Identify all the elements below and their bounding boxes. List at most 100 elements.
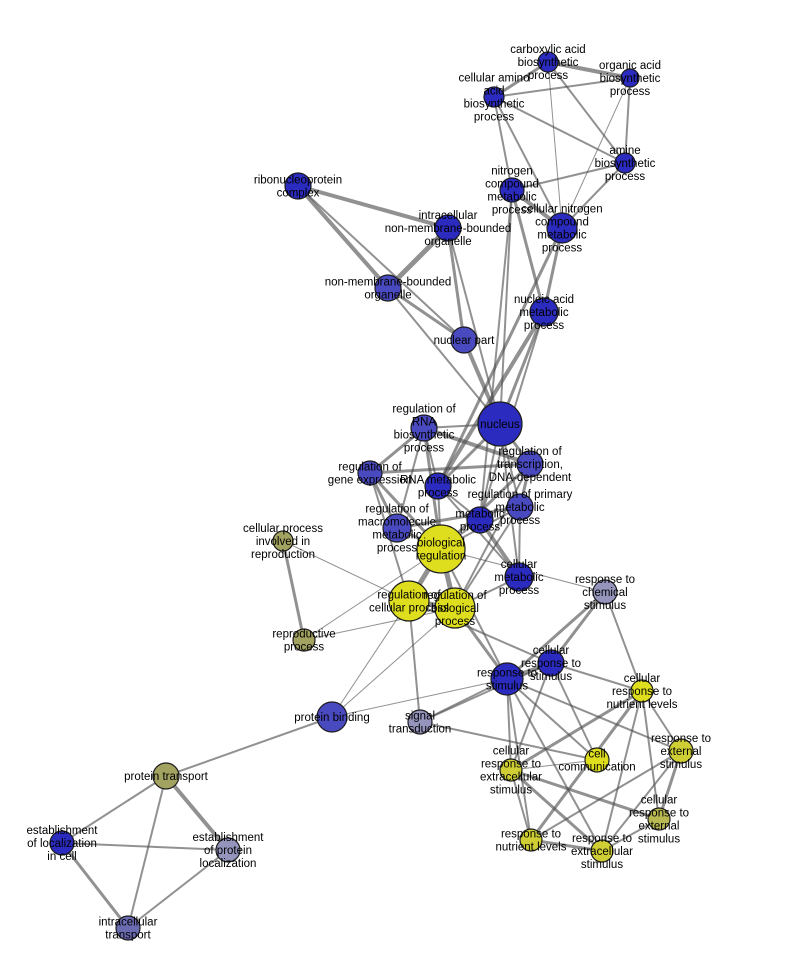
node-cellular-response-to-stimulus[interactable]	[537, 649, 565, 677]
edge-nitrogen-compound-metabolic-process--nucleus	[499, 189, 513, 425]
node-ribonucleoprotein-complex[interactable]	[284, 172, 312, 200]
node-signal-transduction[interactable]	[407, 709, 433, 735]
edge-intracellular-non-membrane-bounded-organelle--non-membrane-bounded-organelle	[385, 225, 451, 291]
edge-cellular-response-to-stimulus--cellular-response-to-extracellular-stimulus	[510, 662, 552, 771]
edge-cellular-amino-acid-biosynthetic-process--cellular-nitrogen-compound-metabolic-process	[493, 96, 563, 229]
edge-cellular-response-to-stimulus--regulation-of-cellular-process	[408, 600, 552, 664]
node-biological-regulation[interactable]	[416, 524, 466, 574]
edge-response-to-chemical-stimulus--cellular-response-to-nutrient-levels	[604, 591, 643, 692]
edge-non-membrane-bounded-organelle--nucleus	[387, 287, 501, 425]
edge-cell-communication--cellular-response-to-extracellular-stimulus	[510, 759, 598, 771]
node-intracellular-transport[interactable]	[115, 915, 141, 941]
node-establishment-of-protein-localization[interactable]	[215, 837, 241, 863]
edge-cellular-response-to-stimulus--response-to-chemical-stimulus	[549, 590, 607, 665]
node-cellular-response-to-external-stimulus[interactable]	[647, 807, 671, 831]
node-cellular-process-involved-in-reproduction[interactable]	[272, 530, 294, 552]
edge-protein-binding--protein-transport	[165, 716, 333, 777]
edge-protein-transport--establishment-of-protein-localization	[164, 774, 230, 852]
node-cellular-response-to-extracellular-stimulus[interactable]	[499, 758, 523, 782]
edge-cellular-nitrogen-compound-metabolic-process--rna-metabolic-process	[436, 226, 564, 488]
node-carboxylic-acid-biosynthetic-process[interactable]	[537, 51, 559, 73]
node-regulation-of-macromolecule-metabolic-process[interactable]	[382, 513, 412, 543]
node-metabolic-process[interactable]	[466, 506, 494, 534]
edge-response-to-stimulus--response-to-chemical-stimulus	[505, 590, 607, 681]
node-nucleic-acid-metabolic-process[interactable]	[529, 297, 559, 327]
node-response-to-extracellular-stimulus[interactable]	[590, 839, 614, 863]
edge-cellular-process-involved-in-reproduction--regulation-of-cellular-process	[282, 540, 410, 602]
edge-cellular-response-to-nutrient-levels--cellular-response-to-external-stimulus	[641, 690, 660, 820]
edge-ribonucleoprotein-complex--nuclear-part	[297, 185, 465, 341]
edge-reproductive-process--regulation-of-biological-process	[303, 607, 456, 641]
edge-cellular-response-to-stimulus--cell-communication	[550, 662, 598, 761]
edge-organic-acid-biosynthetic-process--cellular-nitrogen-compound-metabolic-process	[561, 77, 631, 229]
node-cellular-nitrogen-compound-metabolic-process[interactable]	[546, 212, 578, 244]
node-layer	[49, 51, 694, 941]
node-regulation-of-gene-expression[interactable]	[357, 460, 383, 486]
edge-organic-acid-biosynthetic-process--cellular-amino-acid-biosynthetic-process	[493, 77, 631, 98]
edge-protein-transport--intracellular-transport	[127, 775, 167, 929]
edge-nucleic-acid-metabolic-process--rna-metabolic-process	[436, 310, 546, 488]
node-nitrogen-compound-metabolic-process[interactable]	[499, 177, 525, 203]
edge-response-to-stimulus--response-to-nutrient-levels	[506, 678, 532, 841]
node-reproductive-process[interactable]	[292, 628, 316, 652]
edge-nitrogen-compound-metabolic-process--metabolic-process	[479, 189, 513, 521]
edge-establishment-of-localization-in-cell--intracellular-transport	[60, 841, 130, 930]
node-regulation-of-primary-metabolic-process[interactable]	[506, 493, 534, 521]
node-cellular-amino-acid-biosynthetic-process[interactable]	[483, 86, 505, 108]
edge-non-membrane-bounded-organelle--nuclear-part	[386, 286, 466, 342]
node-cellular-response-to-nutrient-levels[interactable]	[630, 679, 654, 703]
node-non-membrane-bounded-organelle[interactable]	[374, 274, 402, 302]
node-regulation-of-rna-biosynthetic-process[interactable]	[410, 414, 438, 442]
edge-cellular-response-to-nutrient-levels--cellular-response-to-extracellular-stimulus	[509, 689, 644, 772]
edge-carboxylic-acid-biosynthetic-process--cellular-amino-acid-biosynthetic-process	[492, 60, 550, 99]
edge-amine-biosynthetic-process--nitrogen-compound-metabolic-process	[511, 162, 626, 191]
edge-cellular-amino-acid-biosynthetic-process--amine-biosynthetic-process	[493, 96, 626, 164]
node-intracellular-non-membrane-bounded-organelle[interactable]	[434, 214, 462, 242]
node-regulation-of-transcription-dna-dependent[interactable]	[516, 450, 544, 478]
edge-response-to-external-stimulus--response-to-nutrient-levels	[530, 750, 682, 841]
edge-signal-transduction--cell-communication	[419, 721, 598, 761]
edge-carboxylic-acid-biosynthetic-process--cellular-nitrogen-compound-metabolic-process	[547, 61, 563, 229]
edge-regulation-of-rna-biosynthetic-process--regulation-of-macromolecule-metabolic-process	[396, 427, 425, 529]
node-protein-binding[interactable]	[316, 701, 348, 733]
node-regulation-of-biological-process[interactable]	[434, 587, 476, 629]
edge-protein-binding--regulation-of-cellular-process	[331, 600, 410, 718]
node-establishment-of-localization-in-cell[interactable]	[49, 830, 75, 856]
edge-intracellular-non-membrane-bounded-organelle--nucleus	[447, 227, 501, 425]
node-response-to-chemical-stimulus[interactable]	[592, 579, 618, 605]
node-amine-biosynthetic-process[interactable]	[614, 152, 636, 174]
edge-cellular-response-to-nutrient-levels--response-to-extracellular-stimulus	[601, 690, 643, 852]
edge-nitrogen-compound-metabolic-process--nucleic-acid-metabolic-process	[510, 188, 546, 314]
edge-carboxylic-acid-biosynthetic-process--amine-biosynthetic-process	[547, 61, 626, 164]
node-rna-metabolic-process[interactable]	[424, 472, 452, 500]
edge-response-to-external-stimulus--response-to-extracellular-stimulus	[601, 750, 682, 852]
edge-cellular-amino-acid-biosynthetic-process--nitrogen-compound-metabolic-process	[493, 96, 513, 191]
node-nuclear-part[interactable]	[450, 326, 478, 354]
edge-regulation-of-biological-process--regulation-of-transcription-dna-dependent	[454, 463, 531, 609]
edge-layer	[60, 60, 683, 930]
edge-ribonucleoprotein-complex--non-membrane-bounded-organelle	[296, 184, 390, 290]
edge-response-to-stimulus--cell-communication	[506, 678, 598, 761]
edge-protein-binding--response-to-stimulus	[331, 678, 508, 718]
node-nucleus[interactable]	[477, 401, 523, 447]
node-response-to-stimulus[interactable]	[490, 662, 524, 696]
node-cell-communication[interactable]	[584, 747, 610, 773]
node-organic-acid-biosynthetic-process[interactable]	[620, 68, 640, 88]
edge-cellular-response-to-extracellular-stimulus--cellular-response-to-external-stimulus	[509, 768, 661, 821]
node-response-to-nutrient-levels[interactable]	[519, 828, 543, 852]
edge-protein-transport--establishment-of-localization-in-cell	[61, 775, 167, 844]
edge-regulation-of-rna-biosynthetic-process--regulation-of-transcription-dna-dependent	[422, 426, 532, 466]
edge-intracellular-transport--establishment-of-protein-localization	[127, 849, 229, 929]
edge-cellular-response-to-extracellular-stimulus--response-to-nutrient-levels	[510, 769, 532, 841]
edge-regulation-of-primary-metabolic-process--regulation-of-macromolecule-metabolic-process	[395, 505, 522, 530]
node-regulation-of-cellular-process[interactable]	[388, 580, 430, 622]
edge-ribonucleoprotein-complex--intracellular-non-membrane-bounded-organelle	[296, 184, 450, 230]
node-protein-transport[interactable]	[152, 762, 180, 790]
node-cellular-metabolic-process[interactable]	[504, 562, 534, 592]
edge-regulation-of-transcription-dna-dependent--regulation-of-gene-expression	[368, 462, 532, 475]
edge-cellular-response-to-stimulus--cellular-response-to-nutrient-levels	[550, 662, 643, 692]
node-response-to-external-stimulus[interactable]	[668, 738, 694, 764]
